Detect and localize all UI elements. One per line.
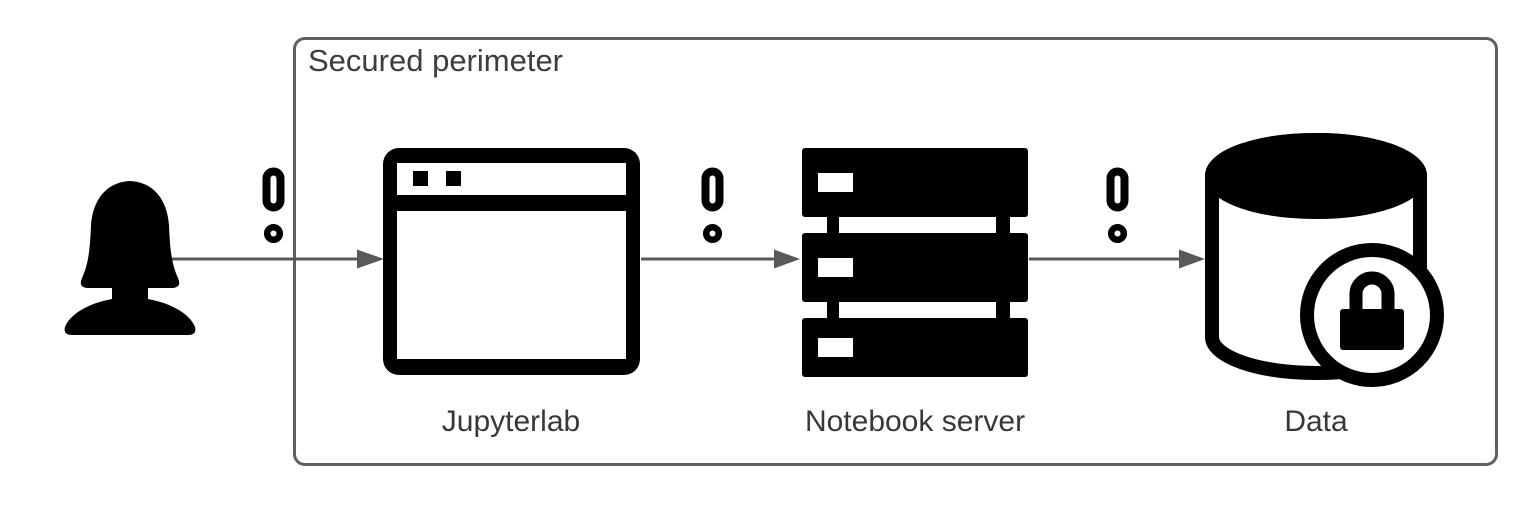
server-slot <box>818 338 853 357</box>
node-label-data: Data <box>1284 405 1348 438</box>
window-button <box>446 171 461 186</box>
exclamation-icon <box>262 167 285 244</box>
secured-perimeter-box: Secured perimeter <box>293 37 1498 466</box>
server-rack-icon <box>802 148 1028 377</box>
exclamation-icon <box>701 167 724 244</box>
window-button <box>413 171 428 186</box>
server-rail <box>996 293 1010 323</box>
person-shoulders <box>64 277 196 335</box>
server-unit <box>802 233 1028 302</box>
server-rail <box>996 208 1010 238</box>
lock-icon <box>1300 243 1444 387</box>
exclamation-icon <box>1106 167 1129 244</box>
server-rail <box>827 208 839 238</box>
server-unit <box>802 318 1028 377</box>
secured-perimeter-label: Secured perimeter <box>308 43 564 78</box>
person-icon <box>64 181 196 335</box>
node-label-notebook-server: Notebook server <box>804 405 1026 438</box>
server-rail <box>827 293 839 323</box>
window-title-bar <box>397 163 626 195</box>
window-content-area <box>397 211 626 359</box>
node-label-jupyterlab: Jupyterlab <box>441 405 581 438</box>
server-unit <box>802 148 1028 217</box>
server-slot <box>818 258 853 277</box>
database-lock-icon <box>1205 133 1444 387</box>
person-hair <box>80 181 180 288</box>
browser-window-icon <box>383 148 640 375</box>
server-slot <box>818 173 853 192</box>
